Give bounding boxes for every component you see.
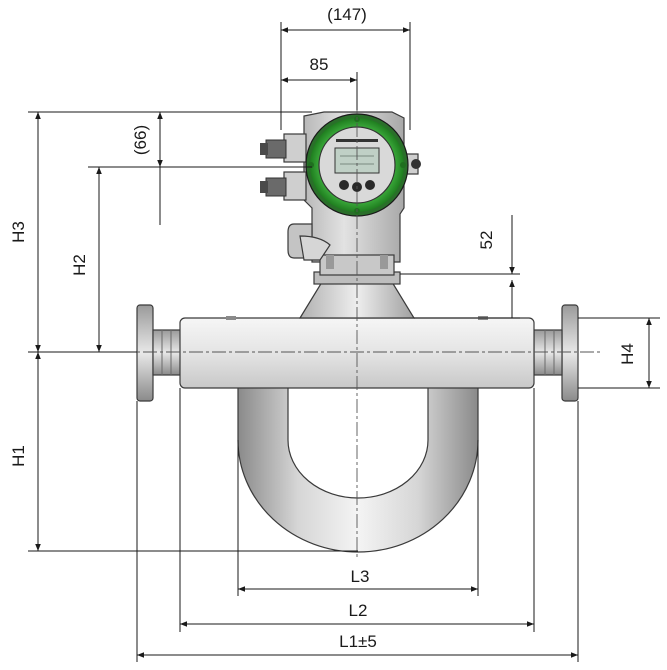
dimension-l3-label: L3 [351,567,370,586]
u-tube [237,384,479,553]
dimension-h2-label: H2 [70,254,89,276]
dimension-l2-label: L2 [349,601,368,620]
left-flange [136,304,182,402]
dimension-85-label: 85 [310,55,329,74]
right-flange [533,304,579,402]
dimension-h1-label: H1 [9,445,28,467]
dimension-lines [28,22,660,662]
center-lines [120,100,600,560]
dimension-h3-label: H3 [9,221,28,243]
dimension-h4-label: H4 [618,343,637,365]
dimension-52-label: 52 [477,231,496,250]
dimension-147-label: (147) [327,5,367,24]
dimension-labels: (147) 85 (66) 52 H3 H2 H1 H4 L3 L2 L1±5 [9,5,637,651]
dimension-l1-label: L1±5 [339,632,377,651]
dimension-66-label: (66) [131,125,150,155]
